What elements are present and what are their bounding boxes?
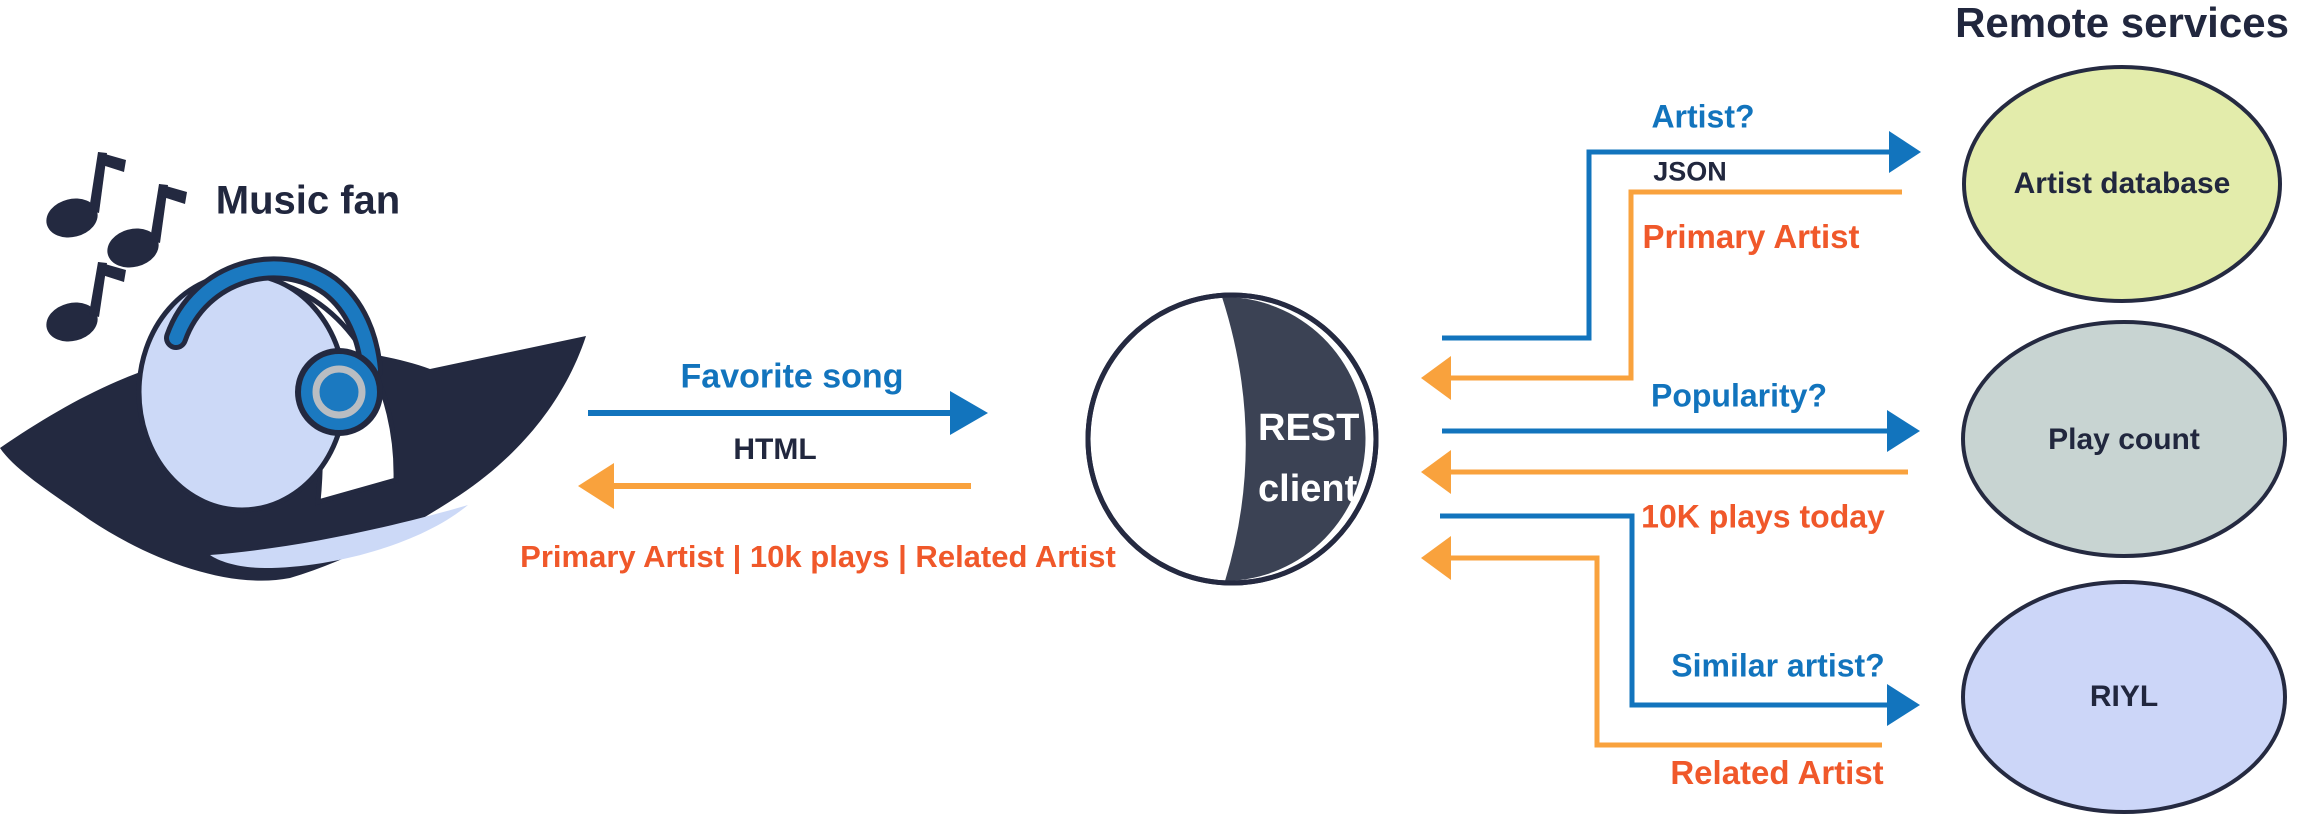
fan-response-label: Primary Artist | 10k plays | Related Art… — [520, 539, 1116, 574]
popularity-request-label: Popularity? — [1650, 377, 1828, 414]
artist-request-arrow — [1442, 131, 1921, 341]
rest-client-dark-segment — [1222, 296, 1366, 581]
play-count-ellipse — [1961, 320, 2287, 558]
music-fan-figure — [0, 152, 586, 581]
riyl-ellipse — [1961, 580, 2287, 814]
related-artist-response-arrow — [1421, 536, 1882, 748]
plays-response-arrow — [1421, 450, 1908, 494]
music-note-icon — [107, 184, 187, 268]
html-label: HTML — [733, 433, 817, 466]
favorite-song-label: Favorite song — [680, 357, 904, 396]
similar-artist-request-arrow — [1440, 513, 1920, 726]
music-fan-label: Music fan — [215, 178, 401, 223]
plays-today-label: 10K plays today — [1641, 498, 1885, 535]
remote-services-title: Remote services — [1955, 0, 2289, 46]
play-count-label: Play count — [2048, 423, 2200, 456]
json-response-arrow — [1421, 189, 1902, 400]
rest-client-label: REST client — [1258, 398, 1359, 520]
fan-body-highlight — [210, 505, 468, 568]
rest-client-label-line1: REST — [1258, 407, 1360, 449]
music-note-icon — [46, 262, 126, 342]
popularity-request-arrow — [1442, 410, 1920, 452]
headphones-icon — [164, 256, 383, 436]
html-response-arrow — [578, 463, 971, 509]
rest-client-label-line2: client — [1258, 468, 1358, 510]
rest-client-circle — [1085, 292, 1379, 586]
artist-database-ellipse — [1962, 65, 2282, 303]
favorite-song-request-arrow — [588, 391, 988, 435]
riyl-label: RIYL — [2089, 680, 2159, 713]
primary-artist-label: Primary Artist — [1642, 218, 1860, 255]
artist-request-label: Artist? — [1651, 98, 1755, 135]
music-note-icon — [46, 152, 126, 238]
related-artist-label: Related Artist — [1670, 754, 1884, 791]
similar-artist-request-label: Similar artist? — [1671, 647, 1885, 684]
music-notes-icon — [46, 152, 187, 342]
json-label: JSON — [1653, 156, 1727, 187]
artist-database-label: Artist database — [2013, 167, 2231, 200]
